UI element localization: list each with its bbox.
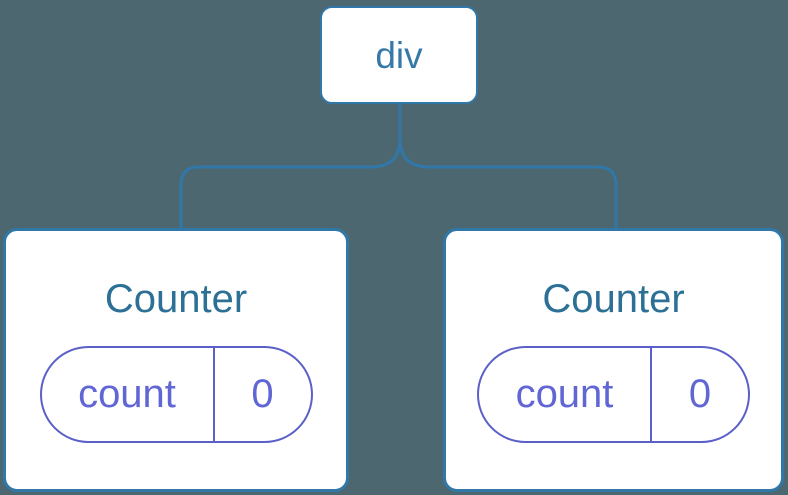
state-key-label: count bbox=[78, 372, 176, 416]
tree-node-counter-left: Counter count 0 bbox=[3, 228, 349, 492]
connector-root-to-right-child bbox=[398, 104, 618, 228]
state-value-label: 0 bbox=[251, 372, 274, 416]
component-title: Counter bbox=[542, 276, 685, 321]
component-title: Counter bbox=[104, 276, 248, 321]
state-key-label: count bbox=[515, 372, 614, 416]
state-value-cell: 0 bbox=[212, 347, 311, 441]
state-value-cell: 0 bbox=[650, 347, 748, 441]
state-value-label: 0 bbox=[688, 372, 712, 416]
state-pill: count 0 bbox=[39, 345, 313, 443]
state-key-cell: count bbox=[479, 348, 650, 441]
tree-node-counter-right: Counter count 0 bbox=[443, 228, 784, 492]
tree-node-div-label: div bbox=[375, 34, 423, 76]
state-key-cell: count bbox=[42, 348, 213, 441]
tree-node-div: div bbox=[320, 6, 478, 104]
state-pill: count 0 bbox=[477, 345, 750, 443]
connector-root-to-left-child bbox=[179, 104, 402, 228]
